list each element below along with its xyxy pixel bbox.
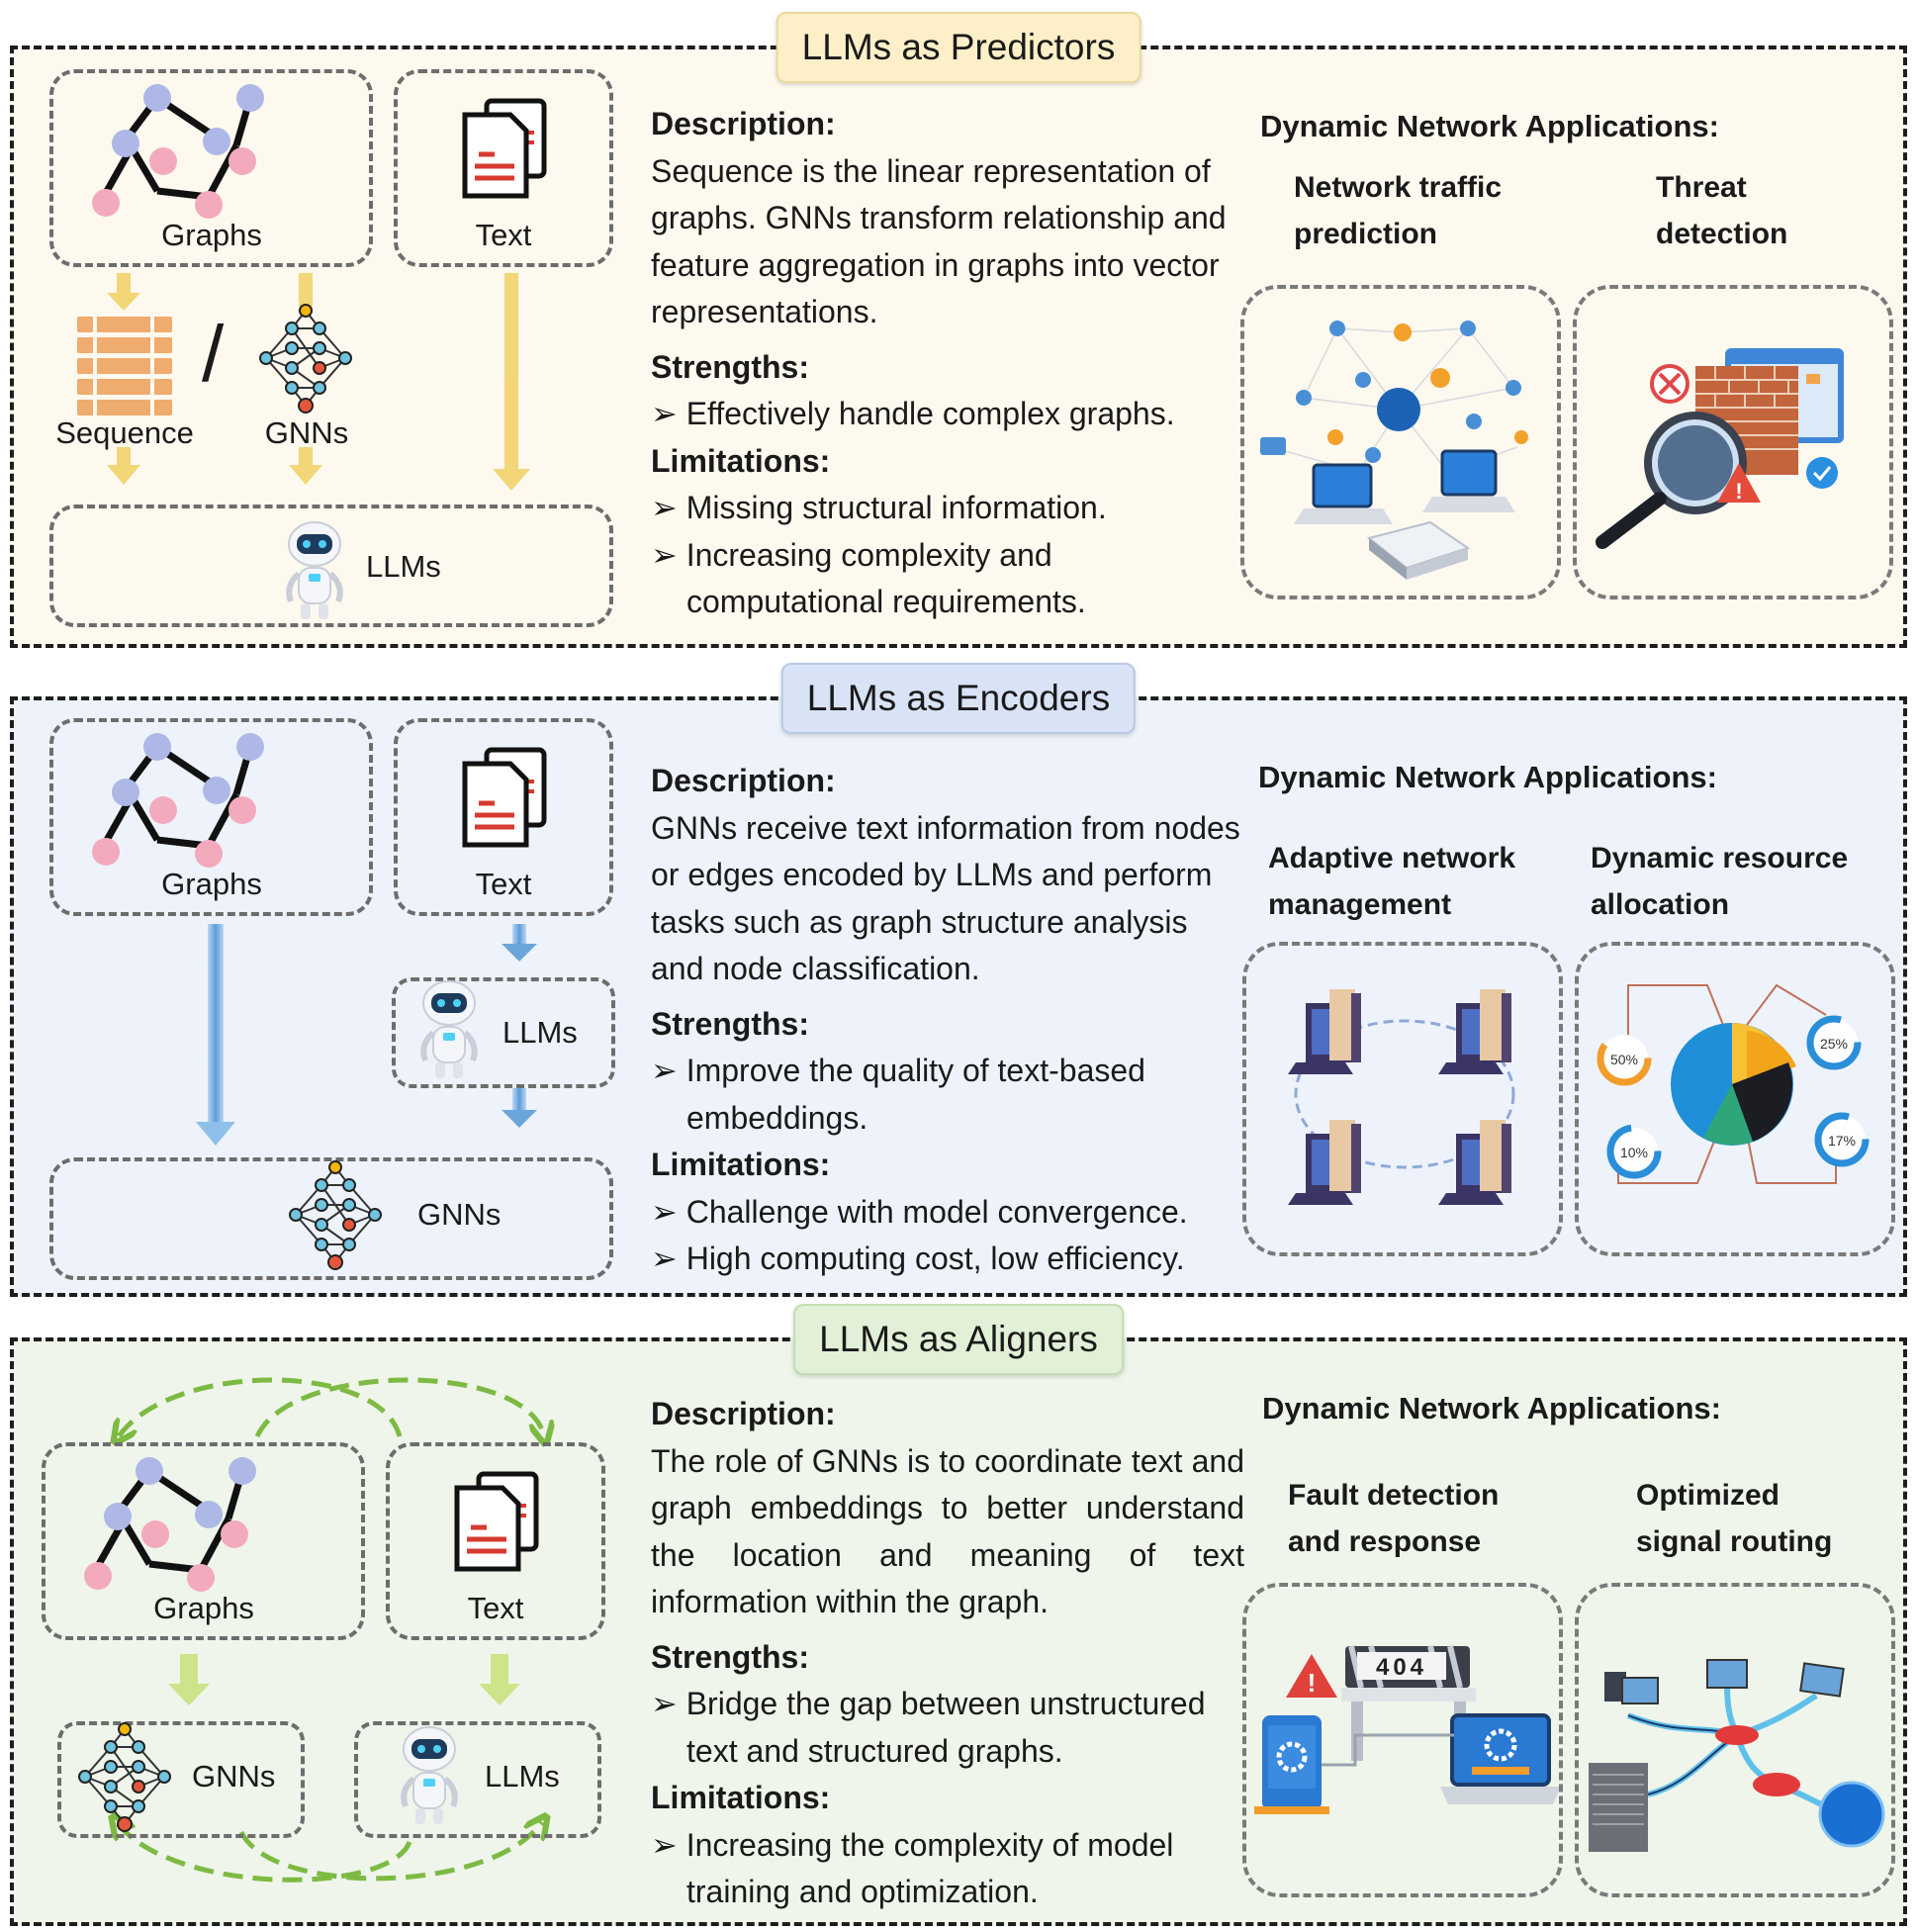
text-box (394, 69, 613, 267)
limitation-item: ➢ Increasing complexity and computationa… (651, 536, 1086, 620)
apps-heading: Dynamic Network Applications: (1262, 1391, 1721, 1426)
app-name: Adaptive network management (1268, 842, 1516, 921)
app-image-box (1242, 942, 1563, 1256)
limitation-item: ➢ Challenge with model convergence. (651, 1193, 1188, 1230)
strength-item: ➢ Effectively handle complex graphs. (651, 396, 1175, 431)
flow-arrows (107, 273, 530, 491)
svg-text:!: ! (1308, 1668, 1317, 1698)
graphs-box (49, 69, 373, 267)
strengths-heading: Strengths: (651, 1005, 809, 1042)
text-box (386, 1442, 605, 1640)
app-image-box: 404 ! (1242, 1583, 1563, 1897)
predictors-panel: LLMs as Predictors Graphs Text / Sequenc… (10, 12, 1907, 648)
llms-label: LLMs (485, 1759, 560, 1794)
flow-arrows (168, 1654, 520, 1705)
chart-label: 10% (1620, 1145, 1648, 1160)
limitation-item: ➢ Increasing the complexity of model tra… (651, 1826, 1174, 1910)
description-text: GNNs receive text information from nodes… (651, 809, 1240, 987)
strengths-heading: Strengths: (651, 348, 809, 385)
aligners-panel: LLMs as Aligners Graphs Text GNNs LLMs D… (10, 1304, 1907, 1926)
graphs-label: Graphs (161, 867, 262, 901)
robot-icon (14, 1341, 15, 1342)
app-image-box: ! (1573, 285, 1893, 599)
text-box (394, 718, 613, 916)
llms-label: LLMs (366, 549, 441, 584)
gnns-label: GNNs (192, 1759, 276, 1794)
panel-title: LLMs as Aligners (793, 1304, 1124, 1375)
alignment-arrows (14, 1377, 15, 1883)
app-name: Optimized signal routing (1636, 1479, 1833, 1558)
graphs-box (49, 718, 373, 916)
encoders-panel: LLMs as Encoders Graphs Text LLMs GNNs D… (10, 663, 1907, 1297)
chart-label: 50% (1610, 1052, 1638, 1067)
app-image-box (1575, 1583, 1895, 1897)
strengths-heading: Strengths: (651, 1638, 809, 1675)
panel-title: LLMs as Predictors (776, 12, 1141, 83)
svg-text:!: ! (1735, 479, 1742, 504)
text-label: Text (475, 867, 532, 901)
description-text: The role of GNNs is to coordinate text a… (651, 1442, 1244, 1620)
limitation-item: ➢ High computing cost, low efficiency. (651, 1241, 1185, 1276)
app-name: Network traffic prediction (1294, 171, 1503, 250)
llms-label: LLMs (502, 1015, 578, 1050)
gnns-label: GNNs (264, 415, 349, 450)
description-heading: Description: (651, 106, 836, 141)
description-block: Description: Sequence is the linear repr… (651, 101, 1244, 626)
description-heading: Description: (651, 1396, 836, 1431)
app-name: Dynamic resource allocation (1591, 842, 1849, 921)
limitations-heading: Limitations: (651, 442, 831, 479)
llms-box (354, 1721, 601, 1838)
gnns-box (49, 1157, 613, 1280)
panel-title: LLMs as Encoders (780, 663, 1137, 734)
flow-arrows (196, 924, 537, 1146)
description-block: Description: GNNs receive text informati… (651, 758, 1244, 1283)
app-name: Fault detection and response (1288, 1479, 1500, 1558)
description-block: Description: The role of GNNs is to coor… (651, 1391, 1244, 1916)
fault-detection-illustration: 404 ! (1254, 1645, 1559, 1814)
graphs-label: Graphs (153, 1591, 254, 1625)
description-text: Sequence is the linear representation of… (651, 152, 1227, 330)
network-traffic-illustration (1260, 321, 1528, 580)
apps-heading: Dynamic Network Applications: (1260, 109, 1719, 143)
description-heading: Description: (651, 763, 836, 798)
robot-icon (14, 49, 15, 50)
app-name: Threat detection (1656, 171, 1788, 250)
threat-detection-illustration: ! (1596, 348, 1844, 549)
limitation-item: ➢ Missing structural information. (651, 490, 1107, 525)
llms-box (49, 505, 613, 627)
text-label: Text (467, 1591, 524, 1625)
gnns-box (57, 1721, 305, 1838)
chart-label: 17% (1828, 1133, 1856, 1149)
strength-item: ➢ Bridge the gap between unstructured te… (651, 1686, 1206, 1769)
gnns-label: GNNs (417, 1197, 502, 1232)
app-image-box: 50% 25% 10% 17% (1575, 942, 1895, 1256)
signal-routing-illustration (1589, 1659, 1885, 1852)
slash-separator: / (202, 310, 225, 398)
neural-network-icon (289, 1160, 382, 1270)
graphs-box (42, 1442, 365, 1640)
error-code: 404 (1376, 1654, 1427, 1681)
sequence-label: Sequence (55, 415, 194, 450)
limitations-heading: Limitations: (651, 1780, 831, 1815)
chart-label: 25% (1820, 1036, 1848, 1052)
apps-heading: Dynamic Network Applications: (1258, 760, 1717, 794)
app-image-box (1240, 285, 1561, 599)
text-label: Text (475, 218, 532, 252)
network-management-illustration (1288, 989, 1515, 1205)
sequence-icon (77, 315, 172, 417)
resource-allocation-chart-illustration: 50% 25% 10% 17% (1597, 983, 1870, 1184)
strength-item: ➢ Improve the quality of text-based embe… (651, 1053, 1145, 1136)
llms-box (392, 977, 615, 1088)
graphs-label: Graphs (161, 218, 262, 252)
limitations-heading: Limitations: (651, 1147, 831, 1182)
